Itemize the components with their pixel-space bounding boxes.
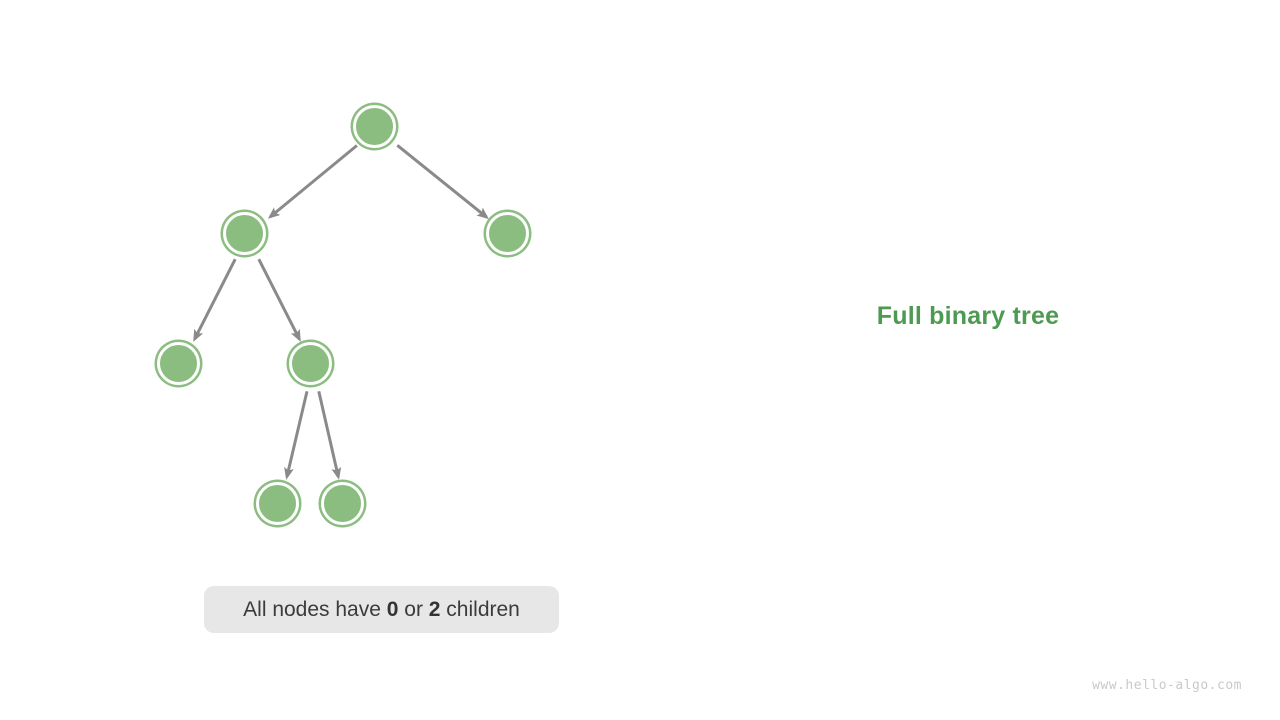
tree-node-left-left [157,342,200,385]
caption-box: All nodes have 0 or 2 children [204,586,559,633]
tree-node-right [486,212,529,255]
watermark: www.hello-algo.com [1092,678,1242,693]
caption-text-prefix: All nodes have [243,597,387,621]
caption-bold-zero: 0 [386,597,399,621]
tree-node-left-right-right [321,482,364,525]
caption-text-middle: or [398,597,429,621]
caption-bold-two: 2 [428,597,441,621]
tree-node-root [353,105,396,148]
tree-node-left [223,212,266,255]
tree-node-left-right-left [256,482,299,525]
tree-node-left-right [289,342,332,385]
diagram-title: Full binary tree [876,302,1060,330]
caption-text-suffix: children [440,597,520,621]
